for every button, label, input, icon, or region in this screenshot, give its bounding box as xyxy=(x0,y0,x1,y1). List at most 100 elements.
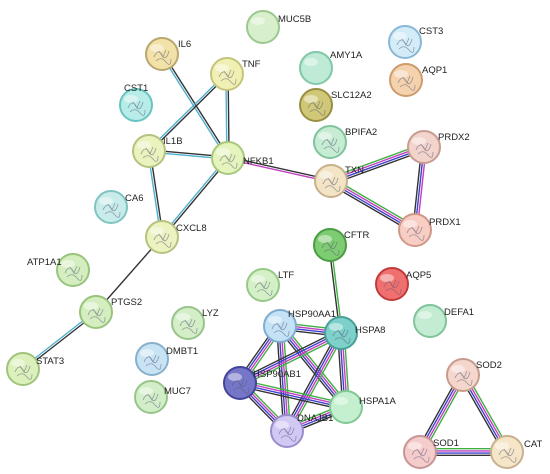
node-circle[interactable] xyxy=(407,130,441,164)
node-label: ATP1A1 xyxy=(27,257,62,268)
node-cst1[interactable]: CST1 xyxy=(119,83,153,122)
node-circle[interactable] xyxy=(210,57,244,91)
node-cxcl8[interactable]: CXCL8 xyxy=(145,220,207,254)
node-cst3[interactable]: CST3 xyxy=(388,25,443,59)
node-hsp90aa1[interactable]: HSP90AA1 xyxy=(263,309,336,343)
node-circle[interactable] xyxy=(313,228,347,262)
node-circle[interactable] xyxy=(134,380,168,414)
node-circle[interactable] xyxy=(171,306,205,340)
node-atp1a1[interactable]: ATP1A1 xyxy=(27,253,90,287)
node-ca6[interactable]: CA6 xyxy=(94,190,143,224)
edge-evidence-line xyxy=(149,74,229,153)
node-tnf[interactable]: TNF xyxy=(210,57,261,91)
protein-structure-icon xyxy=(278,426,297,442)
node-cftr[interactable]: CFTR xyxy=(313,228,369,262)
node-circle[interactable] xyxy=(246,268,280,302)
node-circle[interactable] xyxy=(299,51,333,85)
node-hspa8[interactable]: HSPA8 xyxy=(324,316,385,350)
protein-structure-icon xyxy=(332,328,351,344)
node-hsp90ab1[interactable]: HSP90AB1 xyxy=(223,366,301,400)
protein-structure-icon xyxy=(307,100,326,116)
node-circle[interactable] xyxy=(446,358,480,392)
node-highlight xyxy=(451,365,465,373)
edge-hsp90ab1-hspa1a xyxy=(239,379,347,411)
node-circle[interactable] xyxy=(413,304,447,338)
node-prdx1[interactable]: PRDX1 xyxy=(398,213,461,247)
node-dnajb1[interactable]: DNAJB1 xyxy=(270,413,333,448)
node-circle[interactable] xyxy=(223,366,257,400)
edge-hspa8-hsp90ab1 xyxy=(238,329,343,387)
node-label: IL1B xyxy=(163,136,183,147)
node-circle[interactable] xyxy=(299,88,333,122)
node-circle[interactable] xyxy=(211,141,245,175)
node-label: AQP5 xyxy=(406,270,431,281)
node-muc5b[interactable]: MUC5B xyxy=(246,10,311,44)
node-circle[interactable] xyxy=(79,295,113,329)
node-aqp5[interactable]: AQP5 xyxy=(375,267,431,301)
node-circle[interactable] xyxy=(6,352,40,386)
node-il1b[interactable]: IL1B xyxy=(132,134,183,168)
node-circle[interactable] xyxy=(132,134,166,168)
node-circle[interactable] xyxy=(263,309,297,343)
node-highlight xyxy=(251,275,265,283)
protein-structure-icon xyxy=(383,279,402,295)
node-bpifa2[interactable]: BPIFA2 xyxy=(313,125,377,159)
node-label: SOD1 xyxy=(433,438,459,449)
node-lyz[interactable]: LYZ xyxy=(171,306,219,340)
node-cat[interactable]: CAT xyxy=(490,435,542,469)
node-circle[interactable] xyxy=(246,10,280,44)
node-highlight xyxy=(304,95,318,103)
node-circle[interactable] xyxy=(398,213,432,247)
node-muc7[interactable]: MUC7 xyxy=(134,380,191,414)
node-circle[interactable] xyxy=(329,390,363,424)
node-il6[interactable]: IL6 xyxy=(145,37,191,71)
node-circle[interactable] xyxy=(375,267,409,301)
node-label: SLC12A2 xyxy=(331,90,372,101)
node-circle[interactable] xyxy=(389,63,423,97)
node-circle[interactable] xyxy=(313,125,347,159)
node-circle[interactable] xyxy=(94,190,128,224)
edge-evidence-line xyxy=(240,381,347,407)
node-circle[interactable] xyxy=(56,253,90,287)
node-label: NFKB1 xyxy=(243,156,274,167)
node-circle[interactable] xyxy=(314,164,348,198)
node-highlight xyxy=(380,274,394,282)
edge-evidence-line xyxy=(240,333,342,385)
node-label: LYZ xyxy=(202,308,219,319)
node-circle[interactable] xyxy=(119,88,153,122)
node-dmbt1[interactable]: DMBT1 xyxy=(135,342,198,376)
node-txn[interactable]: TXN xyxy=(314,164,364,198)
node-ltf[interactable]: LTF xyxy=(246,268,294,302)
node-highlight xyxy=(334,397,348,405)
edge-evidence-line xyxy=(285,332,341,431)
node-circle[interactable] xyxy=(403,435,437,469)
node-amy1a[interactable]: AMY1A xyxy=(299,50,363,85)
node-label: SOD2 xyxy=(476,360,502,371)
node-highlight xyxy=(137,141,151,149)
node-highlight xyxy=(61,260,75,268)
node-circle[interactable] xyxy=(388,25,422,59)
node-circle[interactable] xyxy=(324,316,358,350)
protein-structure-icon xyxy=(153,232,172,248)
node-label: DMBT1 xyxy=(166,346,198,357)
node-prdx2[interactable]: PRDX2 xyxy=(407,130,470,164)
node-circle[interactable] xyxy=(270,414,304,448)
edge-evidence-line xyxy=(280,324,348,407)
node-circle[interactable] xyxy=(145,37,179,71)
node-stat3[interactable]: STAT3 xyxy=(6,352,64,386)
node-nfkb1[interactable]: NFKB1 xyxy=(211,141,274,175)
node-slc12a2[interactable]: SLC12A2 xyxy=(299,88,372,122)
node-sod1[interactable]: SOD1 xyxy=(403,435,459,469)
node-circle[interactable] xyxy=(490,435,524,469)
node-hspa1a[interactable]: HSPA1A xyxy=(329,390,396,424)
edge-evidence-line xyxy=(147,72,227,151)
node-aqp1[interactable]: AQP1 xyxy=(389,63,447,97)
protein-structure-icon xyxy=(219,153,238,169)
node-defa1[interactable]: DEFA1 xyxy=(413,304,474,338)
node-label: HSP90AB1 xyxy=(253,369,301,380)
node-ptgs2[interactable]: PTGS2 xyxy=(79,295,142,329)
node-circle[interactable] xyxy=(145,220,179,254)
node-sod2[interactable]: SOD2 xyxy=(446,358,502,392)
node-highlight xyxy=(11,359,25,367)
node-circle[interactable] xyxy=(135,342,169,376)
